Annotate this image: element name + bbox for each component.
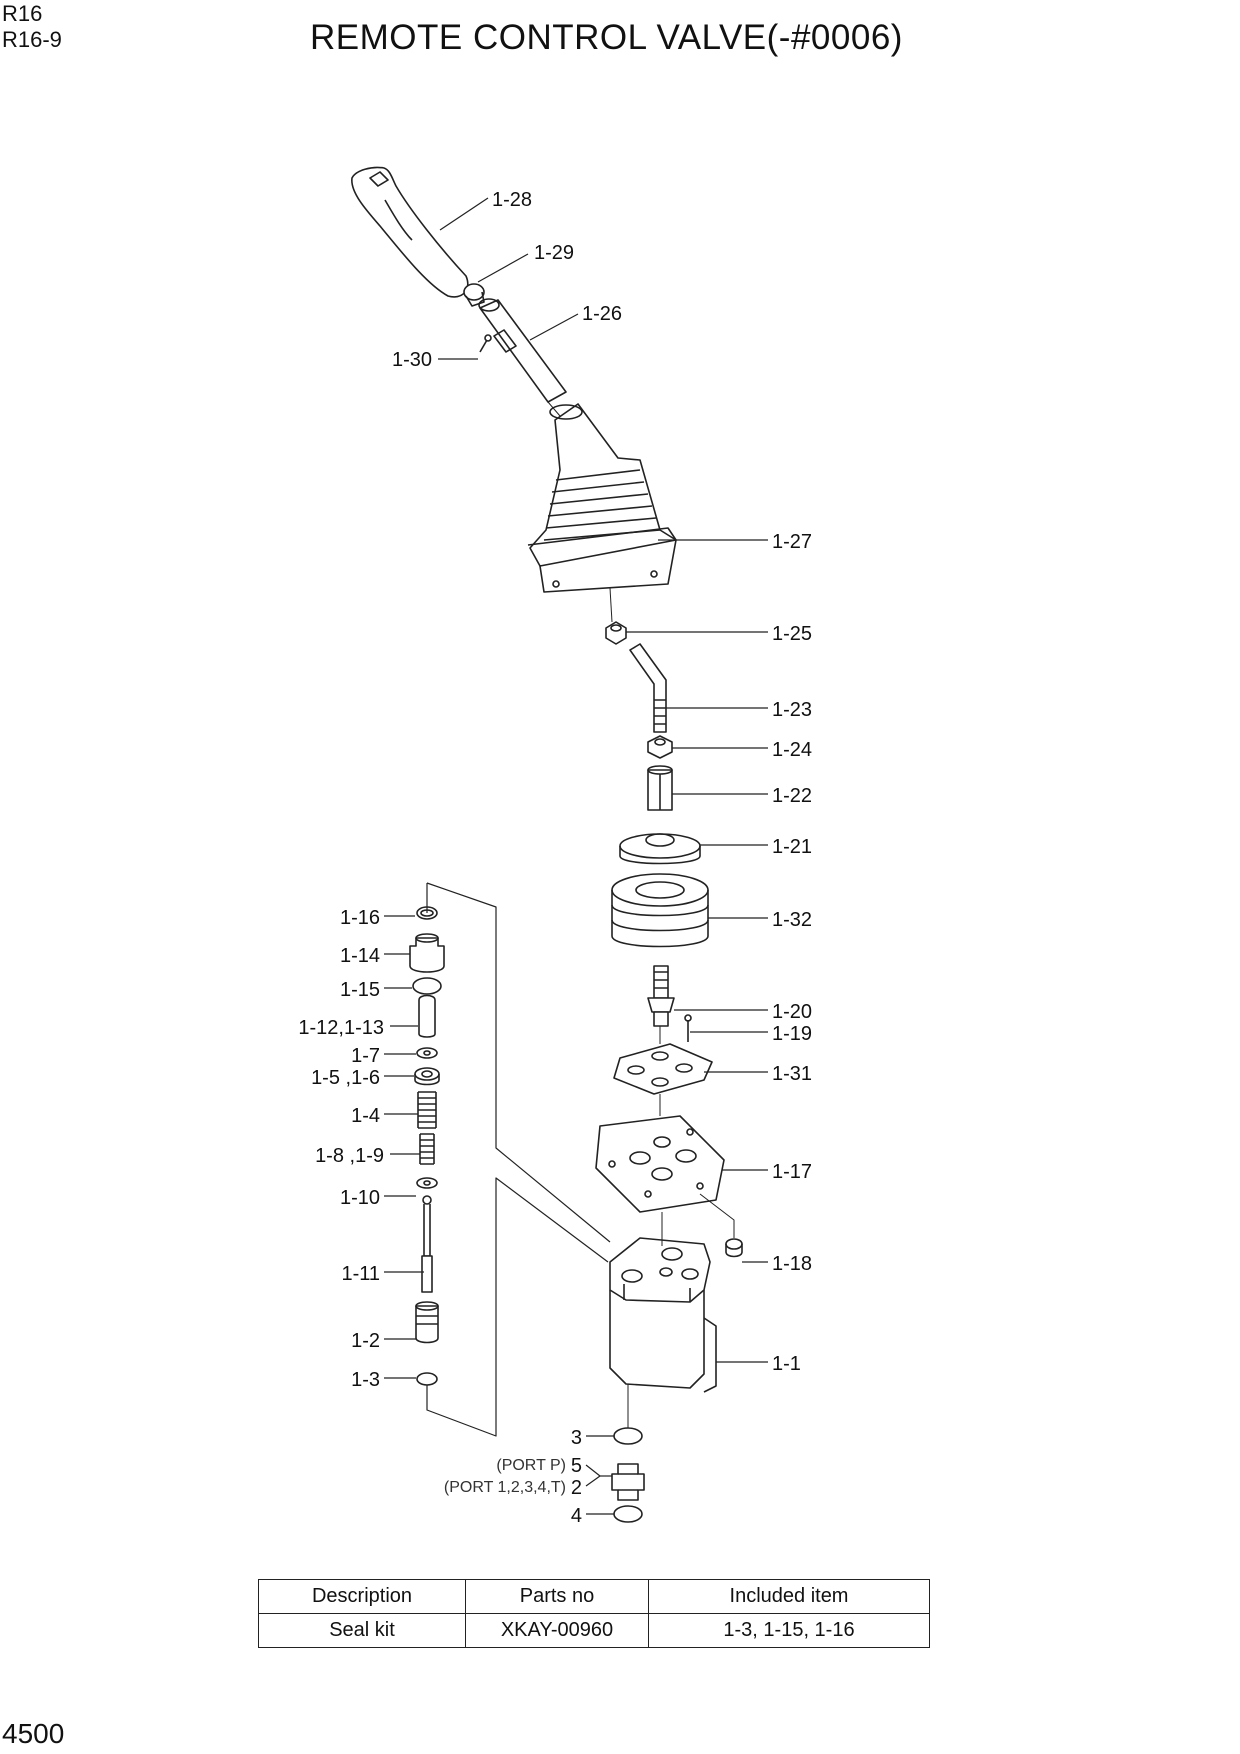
part-spring-1-8	[419, 1133, 435, 1165]
stack-guide-lines	[426, 882, 611, 1437]
callout-1-11: 1-11	[341, 1263, 380, 1285]
part-oring-3	[613, 1427, 643, 1445]
callout-1-14: 1-14	[340, 945, 380, 967]
part-washer-1-10	[416, 1177, 438, 1189]
callout-1-29: 1-29	[534, 242, 574, 264]
col-included-item: Included item	[648, 1579, 930, 1614]
part-plate-1-17	[595, 1115, 725, 1213]
part-bellows-1-32	[611, 873, 709, 948]
callout-1-4: 1-4	[351, 1105, 380, 1127]
callout-3: 3	[571, 1427, 582, 1449]
cell-included-item: 1-3, 1-15, 1-16	[648, 1613, 930, 1648]
part-screw	[479, 334, 492, 353]
callout-1-12-1-13: 1-12,1-13	[298, 1017, 384, 1039]
callout-1-10: 1-10	[340, 1187, 380, 1209]
part-valve-body	[609, 1237, 717, 1393]
part-cap	[463, 283, 485, 307]
part-plug-1-2	[415, 1301, 439, 1344]
callout-1-1: 1-1	[772, 1353, 801, 1375]
callout-1-16: 1-16	[340, 907, 380, 929]
callout-1-17: 1-17	[772, 1161, 812, 1183]
callout-1-26: 1-26	[582, 303, 622, 325]
callout-1-7: 1-7	[351, 1045, 380, 1067]
callout-1-31: 1-31	[772, 1063, 812, 1085]
part-plug-1-14	[409, 933, 445, 973]
part-washer-1-7	[416, 1047, 438, 1059]
callout-1-23: 1-23	[772, 699, 812, 721]
part-seat-1-5	[414, 1067, 440, 1086]
part-oring-1-15	[412, 977, 442, 995]
part-nut-1-25	[605, 621, 627, 645]
callout-1-8-1-9: 1-8 ,1-9	[315, 1145, 384, 1167]
part-bent-shaft	[629, 643, 667, 733]
page-title: REMOTE CONTROL VALVE(-#0006)	[310, 18, 903, 57]
callout-1-20: 1-20	[772, 1001, 812, 1023]
part-fitting	[611, 1463, 645, 1501]
callout-1-21: 1-21	[772, 836, 812, 858]
page-number: 4500	[2, 1718, 65, 1749]
port-p-note: (PORT P)	[496, 1457, 566, 1474]
part-lever-sleeve	[478, 298, 567, 403]
part-knob	[351, 166, 469, 298]
callout-1-2: 1-2	[351, 1330, 380, 1352]
port-1234t-note: (PORT 1,2,3,4,T)	[444, 1479, 566, 1496]
cell-parts-no: XKAY-00960	[465, 1613, 649, 1648]
part-plug-1-18	[725, 1238, 743, 1258]
callout-1-15: 1-15	[340, 979, 380, 1001]
part-nut-1-24	[647, 735, 673, 759]
part-coupling	[647, 765, 673, 811]
cell-description: Seal kit	[258, 1613, 466, 1648]
callout-2: 2	[571, 1477, 582, 1499]
part-spool-1-11	[421, 1195, 433, 1293]
callout-1-28: 1-28	[492, 189, 532, 211]
callout-1-27: 1-27	[772, 531, 812, 553]
callout-1-32: 1-32	[772, 909, 812, 931]
callout-1-19: 1-19	[772, 1023, 812, 1045]
callout-1-18: 1-18	[772, 1253, 812, 1275]
col-description: Description	[258, 1579, 466, 1614]
model-label: R16	[2, 1, 43, 26]
part-screw-1-19	[684, 1014, 692, 1042]
col-parts-no: Parts no	[465, 1579, 649, 1614]
callout-1-5-1-6: 1-5 ,1-6	[311, 1067, 380, 1089]
part-spring-1-4	[417, 1091, 437, 1129]
callout-1-3: 1-3	[351, 1369, 380, 1391]
callout-1-22: 1-22	[772, 785, 812, 807]
table-header-row: Description Parts no Included item	[258, 1579, 930, 1614]
callout-1-24: 1-24	[772, 739, 812, 761]
callout-4: 4	[571, 1505, 582, 1527]
part-plate-1-31	[613, 1043, 713, 1095]
callout-1-25: 1-25	[772, 623, 812, 645]
leader-lines	[384, 197, 768, 1515]
section-label: R16-9	[2, 27, 62, 52]
part-oring-1-3	[416, 1372, 438, 1386]
part-plate-1-21	[619, 833, 701, 865]
part-push-rod-1-12	[418, 994, 436, 1038]
callout-1-30: 1-30	[392, 349, 432, 371]
seal-kit-table: Description Parts no Included item Seal …	[258, 1579, 930, 1648]
callout-5: 5	[571, 1455, 582, 1477]
table-row: Seal kit XKAY-00960 1-3, 1-15, 1-16	[258, 1613, 930, 1648]
part-boot	[527, 403, 677, 593]
part-oring-4	[613, 1505, 643, 1523]
part-joint-1-20	[647, 965, 675, 1027]
